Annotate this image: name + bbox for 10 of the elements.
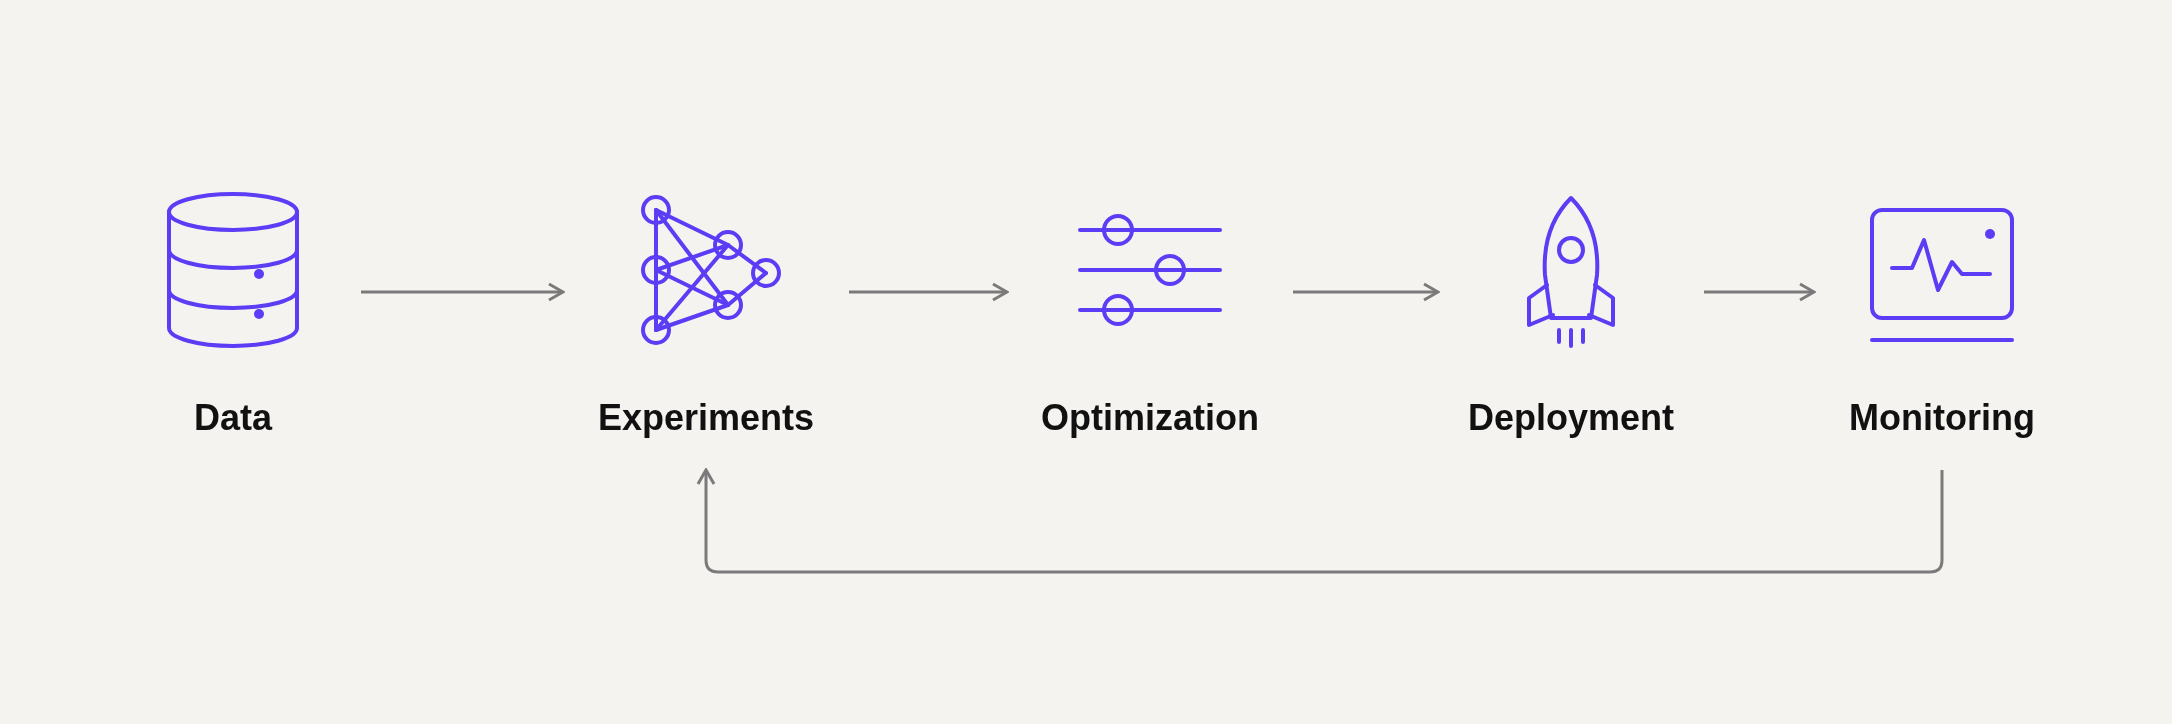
step-label: Data (194, 400, 272, 436)
arrow (1704, 282, 1816, 302)
step-label: Optimization (1041, 400, 1259, 436)
arrow (696, 468, 1944, 574)
step-label: Deployment (1467, 400, 1674, 436)
step-label: Monitoring (1849, 400, 2035, 436)
arrow (361, 282, 565, 302)
step-label: Experiments (597, 400, 815, 436)
arrow (849, 282, 1009, 302)
arrow (1293, 282, 1440, 302)
